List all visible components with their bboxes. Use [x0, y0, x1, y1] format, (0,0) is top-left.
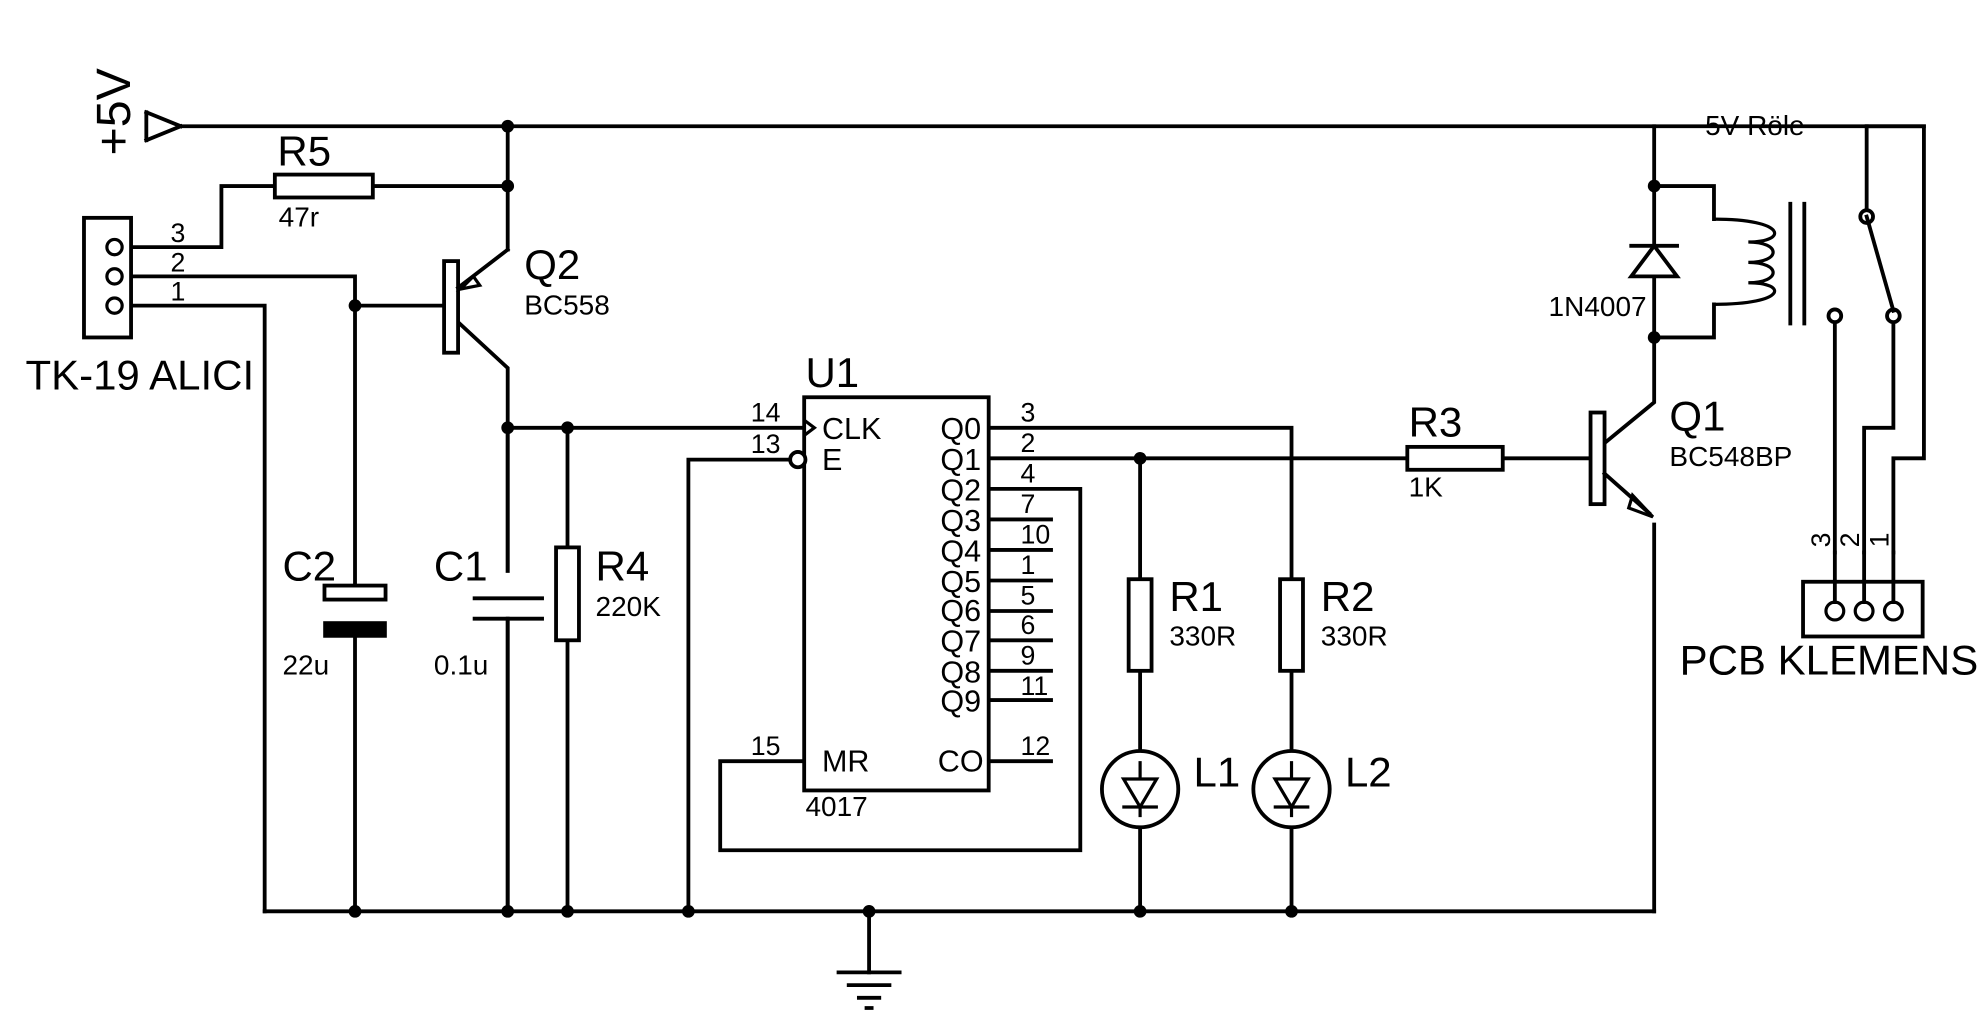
terminal-pin-1: 1: [1864, 533, 1894, 548]
r2-ref: R2: [1321, 573, 1375, 620]
r5-value: 47r: [279, 202, 319, 233]
u1-pin-num-q5: 1: [1020, 550, 1035, 580]
relay-switch-icon: [1864, 214, 1896, 314]
u1-pin-name-co: CO: [938, 744, 984, 778]
resistor-r5: R5 47r: [272, 128, 375, 233]
u1-pin-name-q9: Q9: [940, 685, 981, 719]
u1-pin-name-q4: Q4: [940, 534, 981, 568]
r4-ref: R4: [596, 542, 650, 589]
clock-edge-icon: [803, 418, 818, 437]
led-icon: [1120, 761, 1160, 818]
relay-core-icon: [1788, 201, 1807, 326]
r5-ref: R5: [277, 128, 331, 175]
q2-ref: Q2: [524, 241, 580, 288]
relay: 5V Röle: [1705, 110, 1902, 326]
d1-value: 1N4007: [1549, 291, 1647, 322]
u1-pin-num-q8: 9: [1020, 640, 1035, 670]
led-icon: [1272, 761, 1311, 818]
u1-pin-num-q4: 10: [1020, 520, 1050, 550]
supply-5v: +5V: [87, 67, 184, 155]
u1-pin-name-q6: Q6: [940, 594, 981, 628]
u1-pin-num-co: 12: [1020, 731, 1050, 761]
receiver-pin-1: 1: [171, 277, 186, 307]
l2-ref: L2: [1345, 749, 1392, 796]
u1-pin-name-q2: Q2: [940, 473, 981, 507]
terminal-name: PCB KLEMENS: [1680, 637, 1979, 684]
c2-value: 22u: [282, 650, 329, 681]
receiver-name: TK-19 ALICI: [25, 352, 254, 399]
u1-pin-name-q1: Q1: [940, 443, 981, 477]
r1-value: 330R: [1169, 620, 1236, 651]
receiver-pin-2: 2: [171, 247, 186, 277]
wires: [125, 124, 1926, 975]
u1-pin-name-q0: Q0: [940, 412, 981, 446]
supply-label: +5V: [87, 67, 141, 155]
supply-arrow-icon: [143, 109, 184, 143]
capacitor-c1: C1 0.1u: [434, 542, 544, 914]
u1-pin-num-q3: 7: [1020, 489, 1035, 519]
r4-value: 220K: [596, 591, 662, 622]
u1-pin-name-q8: Q8: [940, 655, 981, 689]
u1-pin-num-q1: 2: [1020, 428, 1035, 458]
u1-pin-num-q7: 6: [1020, 610, 1035, 640]
u1-pin-name-q7: Q7: [940, 625, 981, 659]
u1-pin-name-clk: CLK: [822, 412, 882, 446]
u1-pin-name-q3: Q3: [940, 504, 981, 538]
u1-pin-name-e: E: [822, 443, 842, 477]
receiver-pin-3: 3: [171, 218, 186, 248]
c1-value: 0.1u: [434, 650, 488, 681]
l1-ref: L1: [1194, 749, 1241, 796]
relay-coil-icon: [1713, 217, 1777, 306]
diode-d1: 1N4007: [1549, 242, 1681, 322]
ic-u1-4017: U1 4017 14 CLK 13 E 15 MR Q0 3 Q1 2 Q2 4…: [751, 349, 1050, 822]
resistor-r4: R4 220K: [554, 542, 662, 643]
q1-ref: Q1: [1669, 392, 1725, 439]
led-l2: L2: [1251, 749, 1392, 830]
led-l1: L1: [1100, 749, 1241, 830]
u1-pin-num-clk: 14: [751, 397, 781, 427]
pcb-terminal: 3 2 1 PCB KLEMENS: [1680, 533, 1979, 684]
terminal-pin-3: 3: [1806, 533, 1836, 548]
u1-pin-num-q6: 5: [1020, 581, 1035, 611]
u1-pin-num-mr: 15: [751, 731, 781, 761]
receiver-connector: 3 2 1 TK-19 ALICI: [25, 215, 254, 399]
q2-value: BC558: [524, 290, 610, 321]
inverting-bubble-icon: [788, 450, 808, 470]
resistor-r3: R3 1K: [1405, 399, 1505, 503]
transistor-q2: Q2 BC558: [442, 241, 610, 355]
u1-pin-num-e: 13: [751, 429, 781, 459]
c2-ref: C2: [282, 542, 336, 589]
relay-label: 5V Röle: [1705, 110, 1805, 141]
u1-pin-name-q5: Q5: [940, 565, 981, 599]
transistor-q1: Q1 BC548BP: [1588, 392, 1792, 519]
u1-value: 4017: [805, 791, 867, 822]
ground-symbol-icon: [836, 970, 902, 1010]
r3-ref: R3: [1409, 399, 1463, 446]
terminal-pin-2: 2: [1835, 533, 1865, 548]
capacitor-c2: C2 22u: [282, 542, 388, 681]
r2-value: 330R: [1321, 620, 1388, 651]
u1-pin-num-q9: 11: [1020, 671, 1048, 701]
u1-pin-num-q0: 3: [1020, 397, 1035, 427]
resistor-r2: R2 330R: [1278, 573, 1388, 673]
c1-ref: C1: [434, 542, 488, 589]
q1-value: BC548BP: [1669, 441, 1792, 472]
r3-value: 1K: [1409, 472, 1444, 503]
u1-pin-num-q2: 4: [1020, 459, 1035, 489]
resistor-r1: R1 330R: [1126, 573, 1236, 673]
u1-ref: U1: [805, 349, 859, 396]
r1-ref: R1: [1169, 573, 1223, 620]
u1-pin-name-mr: MR: [822, 744, 869, 778]
